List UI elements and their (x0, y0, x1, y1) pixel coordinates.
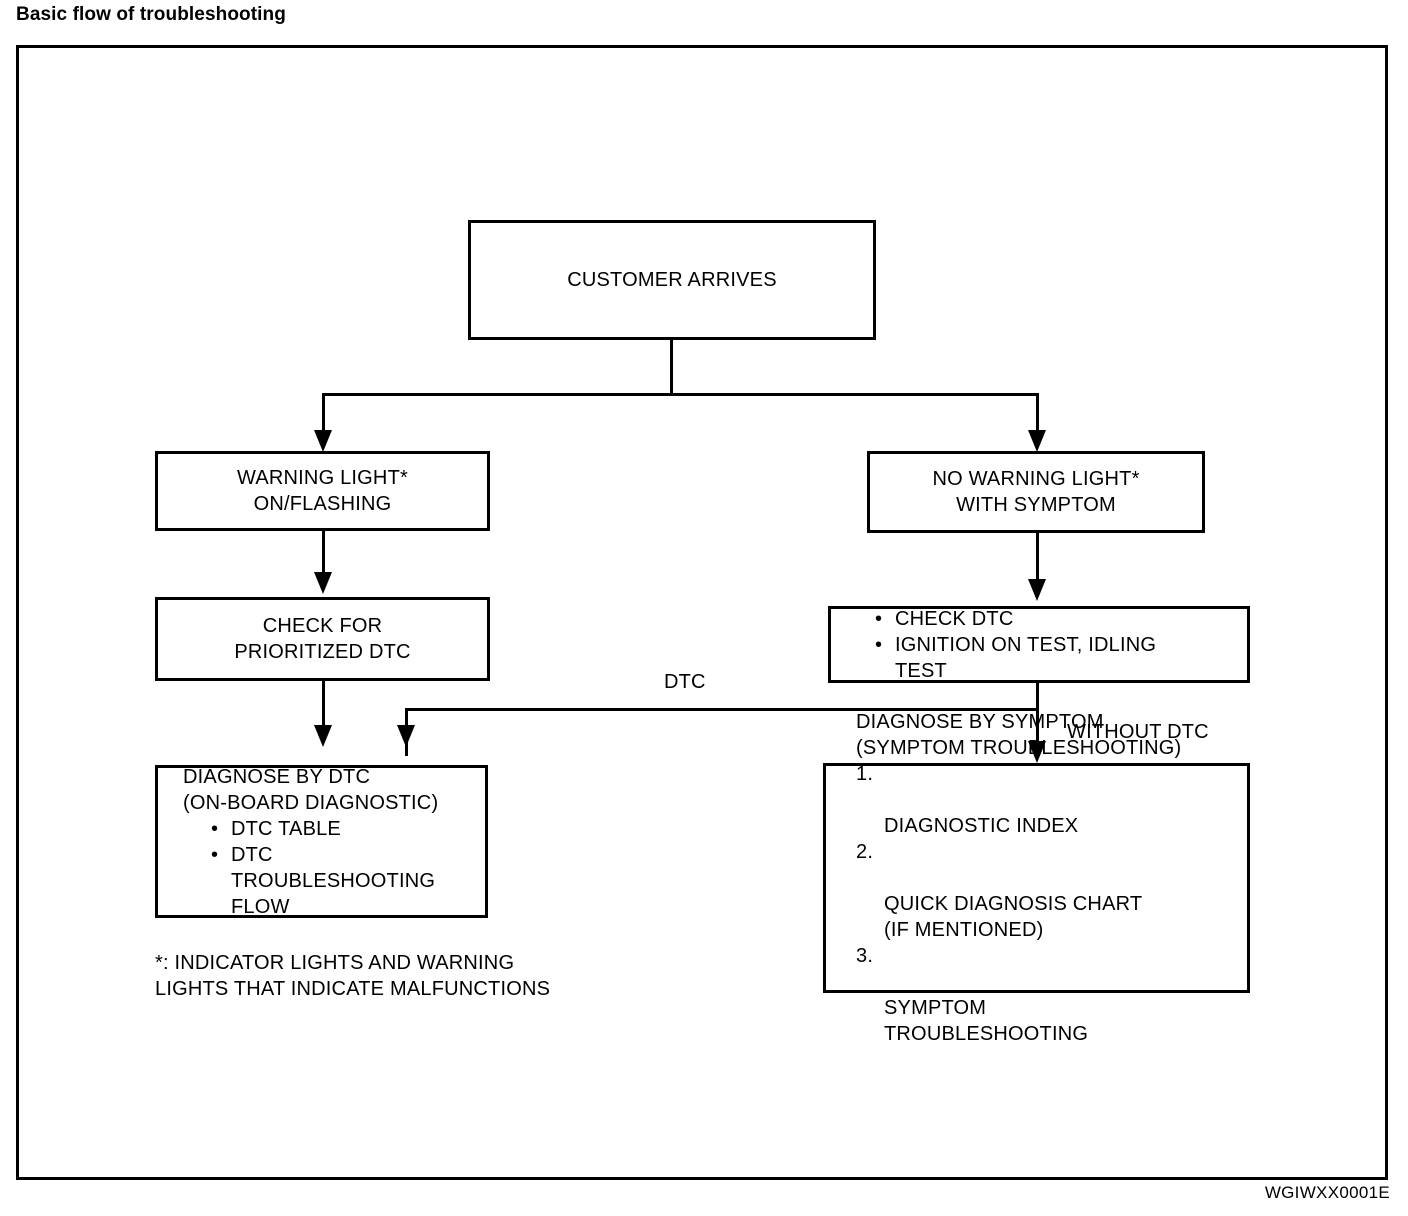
edge-checkdtc-down-trunk (1036, 683, 1039, 713)
list-item-number: 1. (856, 763, 874, 785)
node-warning-light-on: WARNING LIGHT* ON/FLASHING (155, 451, 490, 531)
edge-label-without-dtc: WITHOUT DTC (1067, 721, 1209, 743)
list-item-text: SYMPTOM TROUBLESHOOTING (884, 997, 1089, 1045)
arrowhead-to-check-dtc-tests (1028, 579, 1046, 601)
edge-nowarning-to-checkdtc (1036, 533, 1039, 583)
node-check-prioritized-dtc-line1: CHECK FOR (262, 615, 383, 637)
list-item: 2. QUICK DIAGNOSIS CHART (IF MENTIONED) (856, 839, 1142, 943)
arrowhead-to-warning-light (314, 430, 332, 452)
list-item: CHECK DTC (869, 606, 1156, 632)
list-item: DTC TABLE (205, 816, 435, 842)
page-title: Basic flow of troubleshooting (16, 4, 286, 25)
node-diagnose-by-symptom-line2: (SYMPTOM TROUBLESHOOTING) (856, 737, 1182, 759)
arrowhead-to-check-prioritized-dtc (314, 572, 332, 594)
list-item: IGNITION ON TEST, IDLING TEST (869, 632, 1156, 684)
node-diagnose-by-symptom-items: 1. DIAGNOSTIC INDEX 2. QUICK DIAGNOSIS C… (856, 761, 1142, 1047)
list-item: DTC TROUBLESHOOTING FLOW (205, 842, 435, 920)
node-customer-arrives-label: CUSTOMER ARRIVES (567, 269, 777, 291)
node-diagnose-by-dtc-line1: DIAGNOSE BY DTC (183, 765, 371, 788)
node-no-warning-light: NO WARNING LIGHT* WITH SYMPTOM (867, 451, 1205, 533)
edge-customer-arrives-trunk (670, 340, 673, 395)
edge-without-dtc-drop (1036, 708, 1039, 748)
edge-label-dtc: DTC (664, 671, 706, 693)
edge-checkprioritized-to-diagnosedtc (322, 681, 325, 729)
edge-split-bar (322, 393, 1039, 396)
node-no-warning-light-line1: NO WARNING LIGHT* (932, 468, 1140, 490)
node-diagnose-by-symptom-line1: DIAGNOSE BY SYMPTOM (856, 711, 1104, 733)
arrowhead-to-no-warning-light (1028, 430, 1046, 452)
list-item-text: DIAGNOSTIC INDEX (884, 815, 1079, 837)
edge-warning-to-check-prioritized (322, 531, 325, 576)
list-item: 3. SYMPTOM TROUBLESHOOTING (856, 943, 1142, 1047)
node-diagnose-by-dtc: DIAGNOSE BY DTC (ON-BOARD DIAGNOSTIC) DT… (155, 765, 488, 918)
list-item-text: QUICK DIAGNOSIS CHART (IF MENTIONED) (884, 893, 1143, 941)
node-diagnose-by-dtc-line2: (ON-BOARD DIAGNOSTIC) (183, 791, 439, 814)
node-no-warning-light-line2: WITH SYMPTOM (956, 494, 1116, 516)
node-check-prioritized-dtc-line2: PRIORITIZED DTC (234, 641, 411, 663)
node-warning-light-on-line2: ON/FLASHING (253, 493, 392, 515)
node-check-dtc-tests: CHECK DTC IGNITION ON TEST, IDLING TEST (828, 606, 1250, 683)
node-diagnose-by-symptom: DIAGNOSE BY SYMPTOM (SYMPTOM TROUBLESHOO… (823, 711, 1250, 1045)
list-item: 1. DIAGNOSTIC INDEX (856, 761, 1142, 839)
node-warning-light-on-line1: WARNING LIGHT* (237, 467, 408, 489)
node-check-prioritized-dtc: CHECK FOR PRIORITIZED DTC (155, 597, 490, 681)
list-item-number: 2. (856, 841, 874, 863)
node-diagnose-by-dtc-bullets: DTC TABLE DTC TROUBLESHOOTING FLOW (205, 816, 435, 920)
node-customer-arrives: CUSTOMER ARRIVES (468, 220, 876, 340)
edge-split-right-drop (1036, 393, 1039, 435)
arrowhead-to-diagnose-by-symptom (1028, 741, 1046, 763)
arrowhead-to-diagnose-by-dtc-left (314, 725, 332, 747)
arrowhead-to-diagnose-by-dtc-right (397, 725, 415, 747)
footnote-text: *: INDICATOR LIGHTS AND WARNING LIGHTS T… (155, 952, 551, 1000)
edge-dtc-horizontal-run (405, 708, 1039, 711)
edge-split-left-drop (322, 393, 325, 435)
diagram-frame: CUSTOMER ARRIVES WARNING LIGHT* ON/FLASH… (16, 45, 1388, 1180)
list-item-number: 3. (856, 945, 874, 967)
document-code: WGIWXX0001E (1264, 1183, 1390, 1202)
node-check-dtc-tests-bullets: CHECK DTC IGNITION ON TEST, IDLING TEST (869, 606, 1156, 684)
